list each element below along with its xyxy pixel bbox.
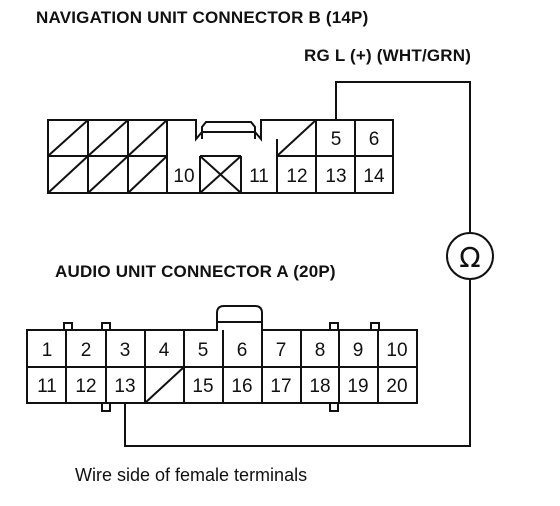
audio-pin-5: 5 — [198, 340, 209, 361]
audio-pin-11: 11 — [37, 376, 57, 397]
audio-pin-15: 15 — [192, 376, 213, 397]
ohm-symbol: Ω — [459, 241, 480, 274]
nav-pin-10: 10 — [173, 166, 194, 187]
audio-pin-16: 16 — [231, 376, 252, 397]
nav-pin-14: 14 — [363, 166, 385, 187]
audio-pin-2: 2 — [81, 340, 92, 361]
audio-pin-8: 8 — [315, 340, 326, 361]
audio-pin-13: 13 — [114, 376, 135, 397]
nav-pin-13: 13 — [325, 166, 346, 187]
probe-wire-audio — [124, 280, 471, 447]
audio-pin-3: 3 — [120, 340, 131, 361]
nav-pin-6: 6 — [369, 129, 380, 150]
audio-pin-4: 4 — [159, 340, 170, 361]
audio-pin-10: 10 — [386, 340, 407, 361]
audio-pin-1: 1 — [42, 340, 53, 361]
audio-pin-19: 19 — [347, 376, 368, 397]
nav-pin-5: 5 — [331, 129, 342, 150]
probe-wire-nav — [335, 81, 471, 232]
probe-wire-label: RG L (+) (WHT/GRN) — [304, 46, 472, 65]
audio-pin-18: 18 — [309, 376, 330, 397]
nav-connector — [47, 119, 394, 194]
nav-connector-title: NAVIGATION UNIT CONNECTOR B (14P) — [36, 8, 369, 27]
ohmmeter-icon — [446, 232, 494, 280]
audio-latch — [216, 305, 263, 322]
figure-caption: Wire side of female terminals — [75, 465, 308, 485]
audio-pin-7: 7 — [276, 340, 287, 361]
audio-pin-12: 12 — [75, 376, 96, 397]
nav-blank-cavities — [47, 119, 317, 194]
audio-connector — [26, 305, 418, 412]
audio-pin-9: 9 — [353, 340, 364, 361]
audio-pin-17: 17 — [270, 376, 291, 397]
audio-pin-6: 6 — [237, 340, 248, 361]
nav-pin-11: 11 — [249, 166, 269, 187]
audio-pin-20: 20 — [386, 376, 407, 397]
nav-pin-12: 12 — [286, 166, 307, 187]
nav-latch — [201, 121, 256, 139]
audio-connector-title: AUDIO UNIT CONNECTOR A (20P) — [55, 262, 336, 281]
audio-blank-cavity — [144, 366, 185, 404]
test-wiring — [124, 81, 471, 447]
